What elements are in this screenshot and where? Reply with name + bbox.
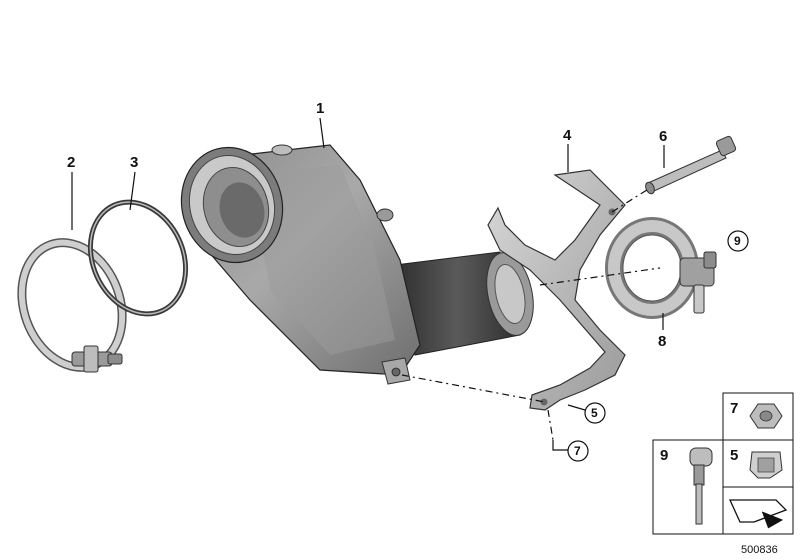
legend-label-5: 5 — [730, 447, 738, 464]
bolt-part-6 — [645, 135, 737, 195]
callout-5: 5 — [591, 406, 598, 420]
callout-1: 1 — [316, 100, 324, 117]
assembly-lines — [401, 187, 661, 441]
circled-callout-5: 5 — [584, 402, 606, 424]
callout-4: 4 — [563, 127, 572, 144]
clamp-ring-part-2 — [17, 238, 127, 373]
callout-3: 3 — [130, 154, 138, 171]
leader-lines — [71, 117, 665, 451]
circled-callout-7: 7 — [567, 440, 589, 462]
catalytic-converter-part-1 — [180, 144, 534, 385]
legend-label-9: 9 — [660, 447, 668, 464]
callout-6: 6 — [659, 128, 667, 145]
parts-legend: 7 5 9 — [652, 392, 794, 535]
reference-arrow-icon — [728, 499, 788, 529]
legend-label-7: 7 — [730, 400, 738, 417]
circled-callout-9: 9 — [727, 230, 749, 252]
callout-9: 9 — [734, 234, 741, 248]
nut-icon — [749, 403, 783, 429]
callout-2: 2 — [67, 154, 75, 171]
clip-icon — [749, 451, 783, 479]
clamp-band-part-8 — [605, 217, 717, 319]
callout-8: 8 — [658, 333, 666, 350]
reference-number: 500836 — [741, 544, 778, 556]
callout-7: 7 — [574, 444, 581, 458]
screw-icon — [689, 447, 713, 525]
gasket-ring-part-3 — [87, 199, 189, 317]
